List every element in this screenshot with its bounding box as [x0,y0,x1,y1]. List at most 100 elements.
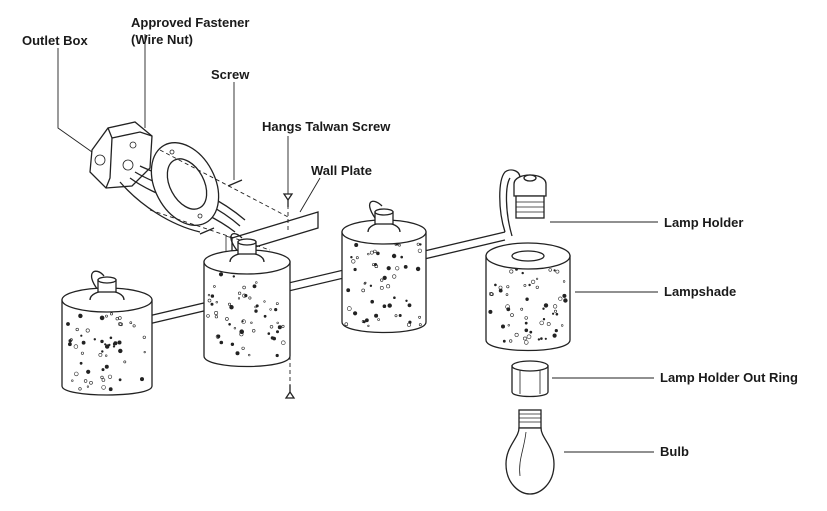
speckle-dot [101,378,106,382]
speckle-dot [520,307,524,311]
speckle-dot [370,299,375,304]
speckle-dot [355,256,359,260]
lamp-left [61,270,153,396]
speckle-dot [117,340,122,345]
speckle-dot [563,298,568,303]
speckle-dot [553,269,556,272]
speckle-dot [403,264,408,269]
speckle-dot [509,269,514,274]
speckle-dot [214,315,218,319]
speckle-dot [79,361,83,365]
speckle-dot [562,280,566,283]
speckle-dot [418,323,422,327]
speckle-dot [369,250,374,255]
speckle-dot [552,304,558,309]
speckle-dot [555,312,559,316]
speckle-dot [523,284,527,287]
speckle-dot [530,279,536,285]
speckle-dot [252,329,256,333]
speckle-dot [387,303,392,308]
speckle-dot [363,282,366,285]
speckle-dot [353,267,357,272]
speckle-dot [562,293,567,298]
speckle-dot [555,269,560,274]
speckle-dot [86,385,89,388]
label-approved-fastener: Approved Fastener [131,15,250,30]
speckle-dot [524,328,529,333]
speckle-dot [394,314,398,318]
speckle-dot [104,344,110,349]
leader-lines [57,34,658,453]
speckle-dot [85,328,90,333]
speckle-dot [514,332,519,337]
speckle-dot [544,337,547,340]
speckle-dot [367,252,370,256]
speckle-dot [371,263,375,267]
speckle-dot [86,369,91,374]
speckle-dot [207,298,212,303]
speckle-dot [540,337,543,340]
speckle-dot [74,371,79,377]
speckle-dot [252,284,257,289]
speckle-dot [89,380,93,385]
speckle-dot [233,327,237,330]
lamp-center-left [203,233,291,368]
speckle-dot [267,332,271,335]
speckle-dot [509,339,513,343]
speckle-dot [542,307,545,310]
speckle-dot [344,322,349,327]
speckle-dot [546,322,551,326]
lamp-holder-exploded [499,169,547,237]
speckle-dot [361,319,365,323]
speckle-dot [281,340,286,345]
speckle-dot [250,321,253,324]
speckle-dot [238,291,242,295]
speckle-dot [225,317,229,321]
speckle-dot [386,284,391,289]
speckle-dot [115,317,119,321]
speckle-dot [398,243,401,247]
speckle-dot [118,378,122,382]
speckle-dot [408,320,412,324]
speckle-dot [110,312,114,316]
speckle-dot [535,277,539,280]
speckle-dot [351,259,356,264]
speckle-dot [391,253,397,259]
speckle-dot [281,324,285,328]
lamp-holder-out-ring [511,360,549,398]
speckle-dot [237,297,241,300]
speckle-dot [373,249,377,254]
speckle-dot [528,283,531,287]
speckle-dot [75,327,79,332]
speckle-dot [213,285,216,288]
outlet-box [89,121,153,189]
speckle-dot [71,379,74,382]
speckle-dot [543,303,549,308]
speckle-dot [230,342,235,346]
speckle-dot [242,285,246,290]
speckle-dot [218,272,224,277]
speckle-dot [523,336,527,341]
speckle-dot [506,307,511,312]
speckle-dot [248,353,251,357]
speckle-dot [216,334,221,339]
speckle-dot [494,283,497,287]
speckle-dot [506,285,510,289]
speckle-dot [228,322,231,326]
speckle-dot [510,313,514,317]
speckle-dot [418,315,422,319]
speckle-dot [398,313,402,317]
speckle-dot [419,243,422,246]
speckle-dot [66,322,70,326]
speckle-dot [68,339,72,343]
bulb-icon [505,409,555,495]
speckle-dot [542,318,546,321]
speckle-dot [488,309,493,314]
speckle-dot [269,308,272,311]
speckle-dot [539,320,544,326]
speckle-dot [505,304,510,310]
speckle-dot [113,341,118,346]
speckle-dot [377,318,380,321]
speckle-dot [143,351,146,354]
